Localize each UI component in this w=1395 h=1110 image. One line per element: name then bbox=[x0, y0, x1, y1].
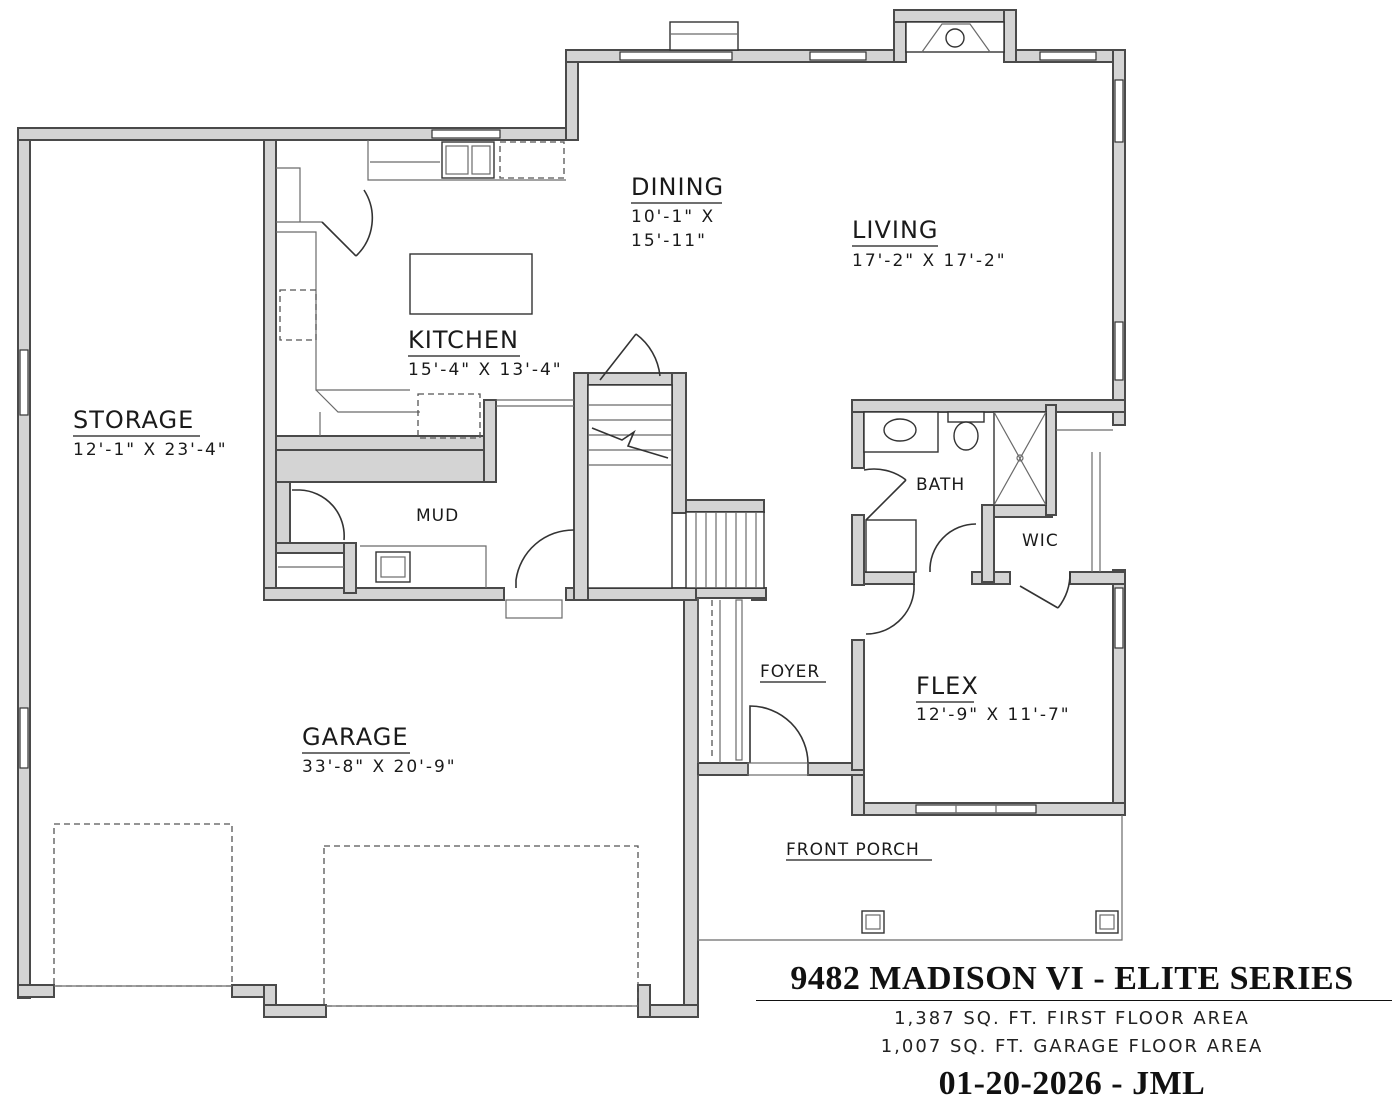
title-block: 9482 MADISON VI - ELITE SERIES 1,387 SQ.… bbox=[752, 960, 1392, 1103]
windows bbox=[19, 51, 1124, 814]
mud-fixtures bbox=[278, 489, 575, 619]
label-storage: STORAGE bbox=[73, 406, 194, 434]
label-mud: MUD bbox=[416, 506, 459, 526]
label-living: LIVING bbox=[852, 216, 939, 244]
label-foyer: FOYER bbox=[760, 662, 820, 682]
label-kitchen: KITCHEN bbox=[408, 326, 519, 354]
foyer-fixtures bbox=[697, 598, 809, 776]
dim-kitchen: 15'-4" X 13'-4" bbox=[408, 360, 563, 380]
dim-garage: 33'-8" X 20'-9" bbox=[302, 757, 457, 777]
dim-storage: 12'-1" X 23'-4" bbox=[73, 440, 228, 460]
label-flex: FLEX bbox=[916, 672, 979, 700]
plan-title: 9482 MADISON VI - ELITE SERIES bbox=[790, 960, 1354, 997]
title-rule bbox=[756, 1000, 1392, 1001]
label-dining: DINING bbox=[631, 173, 724, 201]
kitchen-fixtures bbox=[276, 140, 574, 439]
label-wic: WIC bbox=[1022, 531, 1059, 551]
bath-fixtures bbox=[863, 411, 1113, 635]
front-porch bbox=[697, 775, 1123, 941]
garage-floor-area: 1,007 SQ. FT. GARAGE FLOOR AREA bbox=[880, 1036, 1264, 1057]
dim-flex: 12'-9" X 11'-7" bbox=[916, 705, 1071, 725]
first-floor-area: 1,387 SQ. FT. FIRST FLOOR AREA bbox=[894, 1008, 1250, 1029]
dim-living: 17'-2" X 17'-2" bbox=[852, 251, 1007, 271]
garage-fixtures bbox=[53, 823, 639, 1007]
interior-walls bbox=[263, 139, 1126, 771]
dim-dining-1: 10'-1" X bbox=[631, 207, 715, 227]
label-garage: GARAGE bbox=[302, 723, 408, 751]
room-labels: DINING 10'-1" X 15'-11" LIVING 17'-2" X … bbox=[73, 173, 1071, 861]
exterior-walls bbox=[17, 9, 1126, 1018]
stairs bbox=[587, 333, 765, 589]
fireplace bbox=[669, 21, 1005, 53]
label-bath: BATH bbox=[916, 475, 965, 495]
date-initials: 01-20-2026 - JML bbox=[938, 1065, 1206, 1102]
dim-dining-2: 15'-11" bbox=[631, 231, 707, 251]
label-front-porch: FRONT PORCH bbox=[786, 840, 920, 860]
